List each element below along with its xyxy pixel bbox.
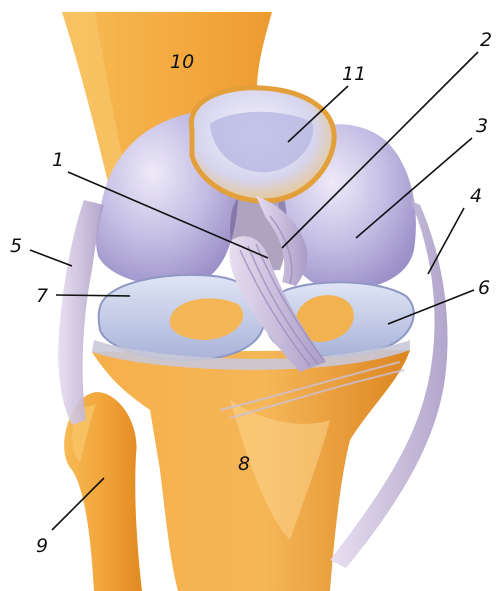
label-2: 2 [480,29,492,51]
label-3: 3 [476,115,488,137]
label-8: 8 [238,453,250,475]
tibia [92,350,410,591]
label-9: 9 [36,535,48,557]
label-1: 1 [52,149,64,171]
label-10: 10 [170,51,194,73]
leader-line-7 [56,295,130,296]
leader-line-5 [30,250,72,266]
label-5: 5 [10,235,22,257]
label-4: 4 [470,185,482,207]
label-7: 7 [36,285,48,307]
label-11: 11 [342,63,366,85]
leader-line-4 [428,208,464,274]
label-6: 6 [478,277,490,299]
fibular-collateral-ligament [58,200,104,425]
